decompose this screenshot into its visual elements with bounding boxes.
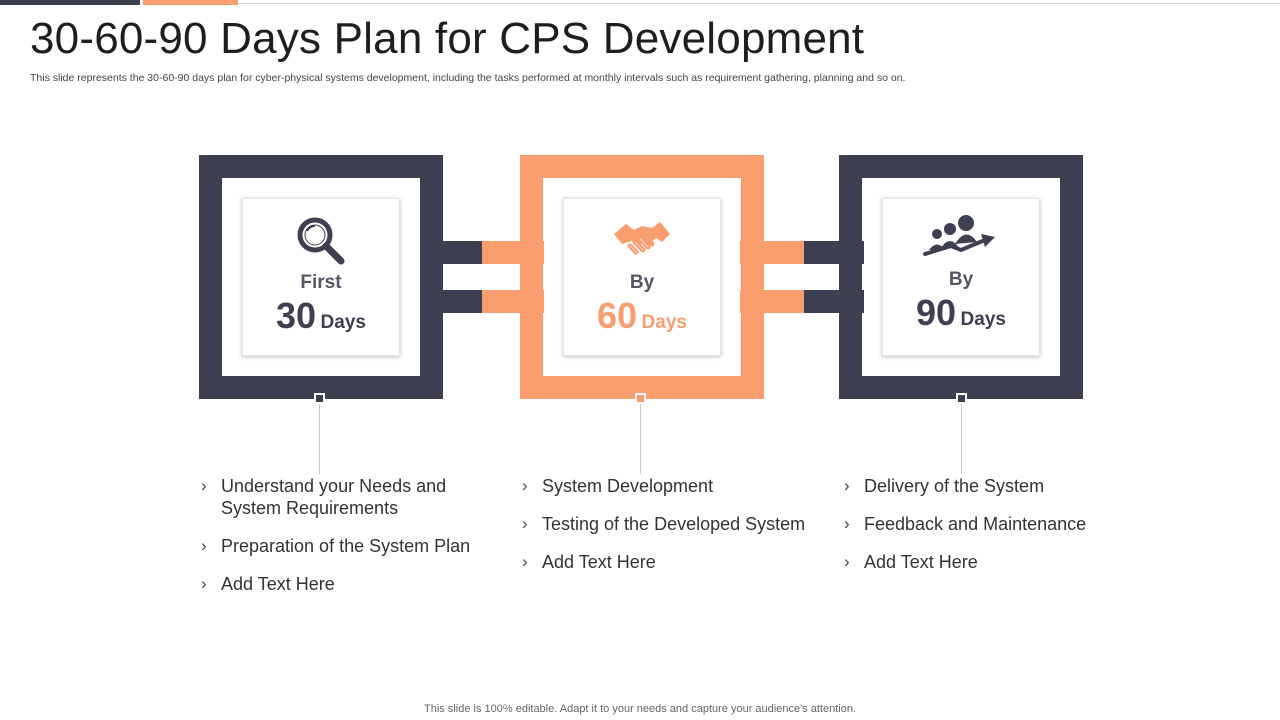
team-growth-icon (883, 209, 1039, 265)
chevron-right-icon: › (201, 574, 207, 593)
leader-line-30 (319, 404, 320, 474)
stage-card-60: By 60 Days (563, 198, 721, 356)
stage-number: 90 (916, 292, 957, 333)
top-accent-bar-orange (143, 0, 238, 5)
list-item: ›Add Text Here (844, 552, 978, 572)
magnifying-glass-icon (243, 213, 399, 269)
stage-pin-90 (956, 393, 967, 404)
list-item: ›Add Text Here (201, 574, 335, 594)
page-title: 30-60-90 Days Plan for CPS Development (30, 14, 865, 63)
chevron-right-icon: › (201, 536, 207, 555)
stage-unit: Days (320, 312, 366, 333)
leader-line-60 (640, 404, 641, 474)
chevron-right-icon: › (844, 476, 850, 495)
stage-30-task-list: ›Understand your Needs and System Requir… (201, 475, 501, 611)
stage-label: By (629, 272, 655, 293)
stage-frame-60 (520, 155, 764, 399)
chevron-right-icon: › (522, 514, 528, 533)
list-item: ›Feedback and Maintenance (844, 514, 1087, 534)
stage-pin-30 (314, 393, 325, 404)
list-item: ›Preparation of the System Plan (201, 536, 471, 556)
stage-label: By (948, 269, 974, 290)
stage-duration: 30 Days (243, 295, 399, 337)
stage-frame-90 (839, 155, 1083, 399)
stage-label: First (300, 272, 342, 293)
chevron-right-icon: › (844, 514, 850, 533)
chevron-right-icon: › (522, 476, 528, 495)
page-subtitle: This slide represents the 30-60-90 days … (30, 72, 906, 84)
stage-number: 30 (276, 295, 317, 336)
stage-number: 60 (597, 295, 638, 336)
top-accent-bar-dark (0, 0, 140, 5)
list-item: ›Testing of the Developed System (522, 514, 806, 534)
stage-pin-60 (635, 393, 646, 404)
list-item: ›Add Text Here (522, 552, 656, 572)
stage-60-task-list: ›System Development ›Testing of the Deve… (522, 475, 812, 589)
footer-note: This slide is 100% editable. Adapt it to… (424, 703, 856, 715)
chevron-right-icon: › (844, 552, 850, 571)
stage-90-task-list: ›Delivery of the System ›Feedback and Ma… (844, 475, 1104, 589)
stage-card-30: First 30 Days (242, 198, 400, 356)
chevron-right-icon: › (522, 552, 528, 571)
stage-unit: Days (641, 312, 687, 333)
list-item: ›Delivery of the System (844, 476, 1045, 496)
leader-line-90 (961, 404, 962, 474)
top-rule (238, 3, 1280, 4)
list-item: ›Understand your Needs and System Requir… (201, 476, 447, 518)
handshake-icon (564, 213, 720, 269)
stage-card-90: By 90 Days (882, 198, 1040, 356)
stage-duration: 90 Days (883, 292, 1039, 334)
stage-frame-30 (199, 155, 443, 399)
chevron-right-icon: › (201, 476, 207, 495)
stage-unit: Days (960, 309, 1006, 330)
stage-duration: 60 Days (564, 295, 720, 337)
list-item: ›System Development (522, 476, 714, 496)
